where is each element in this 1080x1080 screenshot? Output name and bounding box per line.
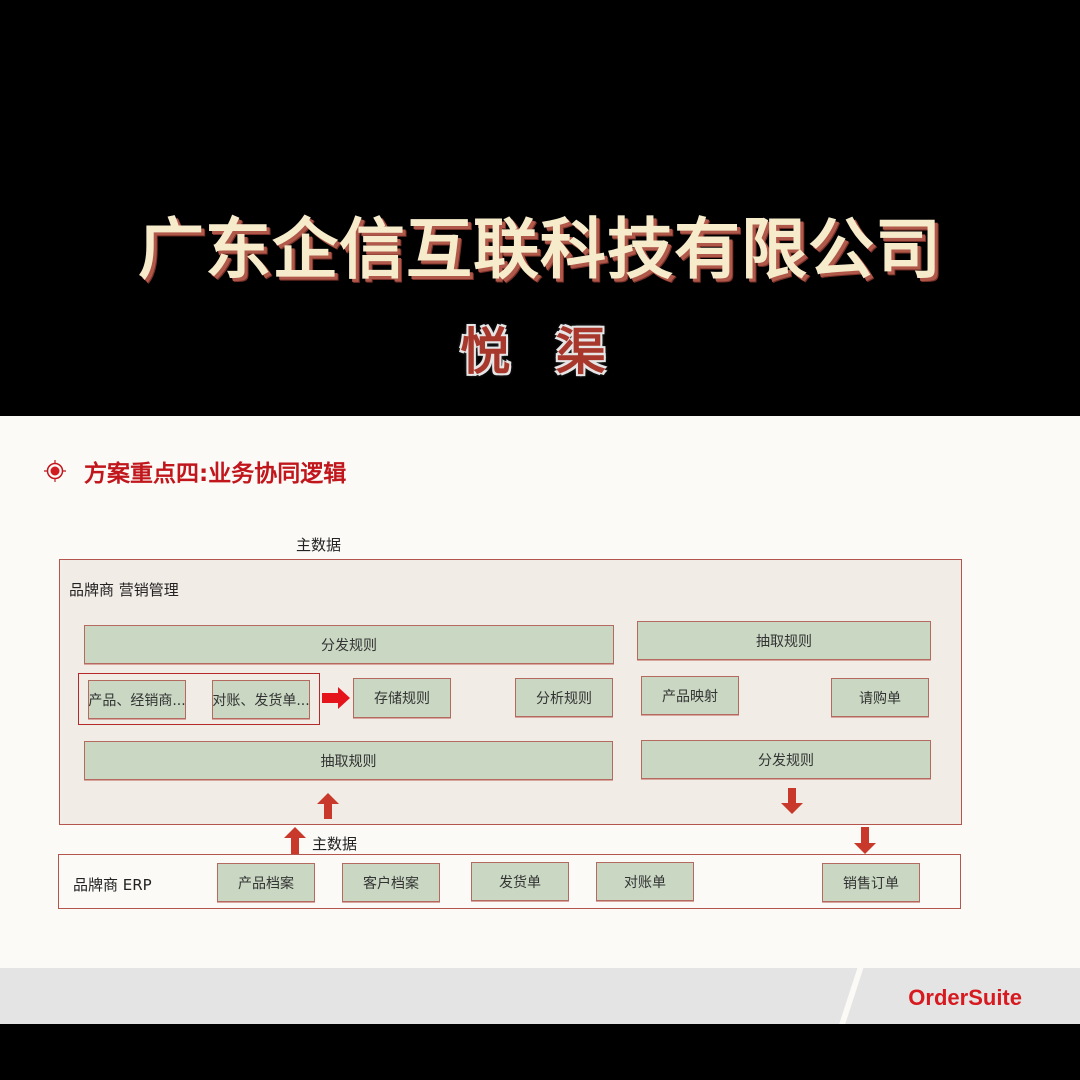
- target-icon: [44, 460, 66, 482]
- product-name: 悦 渠: [460, 323, 620, 381]
- marketing-management-panel: 品牌商 营销管理 分发规则 产品、经销商... 对账、发货单... 存储规则 分…: [59, 559, 962, 825]
- product-dealer-box: 产品、经销商...: [88, 680, 186, 719]
- section-header: 方案重点四:业务协同逻辑: [44, 454, 346, 488]
- distribute-rule-box-left: 分发规则: [84, 625, 614, 664]
- arrow-down-icon: [854, 827, 876, 854]
- footer-brand-logo: OrderSuite: [908, 985, 1022, 1010]
- purchase-request-box: 请购单: [831, 678, 929, 717]
- master-data-middle-label: 主数据: [312, 835, 358, 853]
- extract-rule-box-right: 抽取规则: [637, 621, 931, 660]
- product-archive-box: 产品档案: [217, 863, 315, 902]
- extract-rule-box-left: 抽取规则: [84, 741, 613, 780]
- customer-archive-box: 客户档案: [342, 863, 440, 902]
- shipment-order-box: 发货单: [471, 862, 569, 901]
- slide: 方案重点四:业务协同逻辑 主数据 品牌商 营销管理 分发规则 产品、经销商...…: [0, 416, 1080, 1024]
- product-mapping-box: 产品映射: [641, 676, 739, 715]
- master-data-top-label: 主数据: [296, 536, 342, 554]
- footer-divider: [836, 968, 866, 1024]
- company-name: 广东企信互联科技有限公司: [138, 211, 942, 288]
- arrow-up-icon: [317, 793, 339, 819]
- reconcile-shipment-box: 对账、发货单...: [212, 680, 310, 719]
- storage-rule-box: 存储规则: [353, 678, 451, 718]
- erp-panel: 品牌商 ERP 产品档案 客户档案 发货单 对账单 销售订单: [58, 854, 961, 909]
- title-banner: 广东企信互联科技有限公司 悦 渠: [0, 0, 1080, 416]
- reconciliation-box: 对账单: [596, 862, 694, 901]
- sales-order-box: 销售订单: [822, 863, 920, 902]
- footer-bar: OrderSuite: [0, 968, 1080, 1024]
- marketing-panel-title: 品牌商 营销管理: [69, 581, 179, 599]
- source-data-group: [78, 673, 320, 725]
- arrow-right-icon: [322, 687, 350, 709]
- erp-panel-title: 品牌商 ERP: [73, 876, 152, 894]
- section-title: 方案重点四:业务协同逻辑: [84, 461, 347, 487]
- bottom-letterbox: [0, 1024, 1080, 1080]
- arrow-down-icon: [781, 788, 803, 814]
- distribute-rule-box-right: 分发规则: [641, 740, 931, 779]
- analysis-rule-box: 分析规则: [515, 678, 613, 717]
- arrow-up-icon: [284, 827, 306, 854]
